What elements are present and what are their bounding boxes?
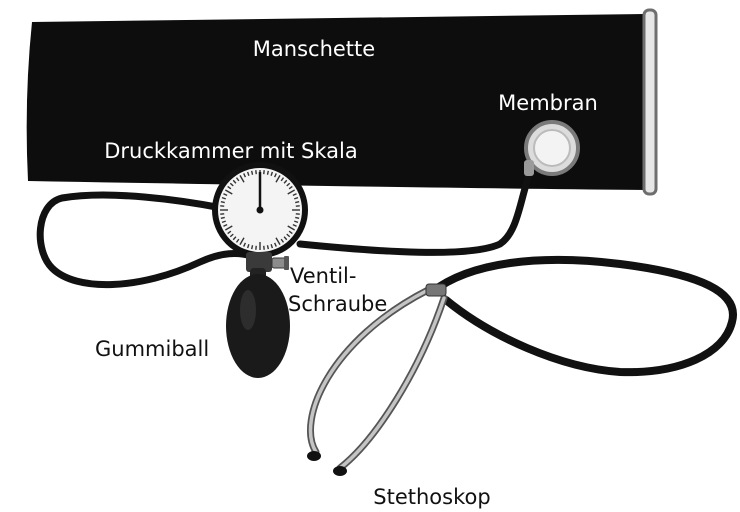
gauge-tick: [221, 202, 225, 203]
gauge-tick: [221, 217, 225, 218]
gauge-tick: [252, 171, 253, 175]
label-pressure-chamber: Druckkammer mit Skala: [104, 139, 358, 163]
cuff-buckle: [644, 10, 656, 194]
membrane: [524, 122, 578, 176]
rubber-bulb: [226, 268, 290, 378]
gauge-tick: [252, 245, 253, 249]
gauge-tick: [295, 202, 299, 203]
label-membrane: Membran: [498, 91, 598, 115]
label-stethoscope: Stethoskop: [373, 485, 490, 509]
stethoscope-tube-loop: [432, 260, 733, 372]
gauge-tick: [267, 171, 268, 175]
label-cuff: Manschette: [253, 37, 375, 61]
gauge-tick: [267, 245, 268, 249]
pressure-gauge: [215, 165, 305, 255]
label-valve-line1: Ventil-: [290, 264, 356, 288]
label-bulb: Gummiball: [95, 337, 209, 361]
gauge-tick: [295, 217, 299, 218]
label-valve-line2: Schraube: [288, 292, 387, 316]
